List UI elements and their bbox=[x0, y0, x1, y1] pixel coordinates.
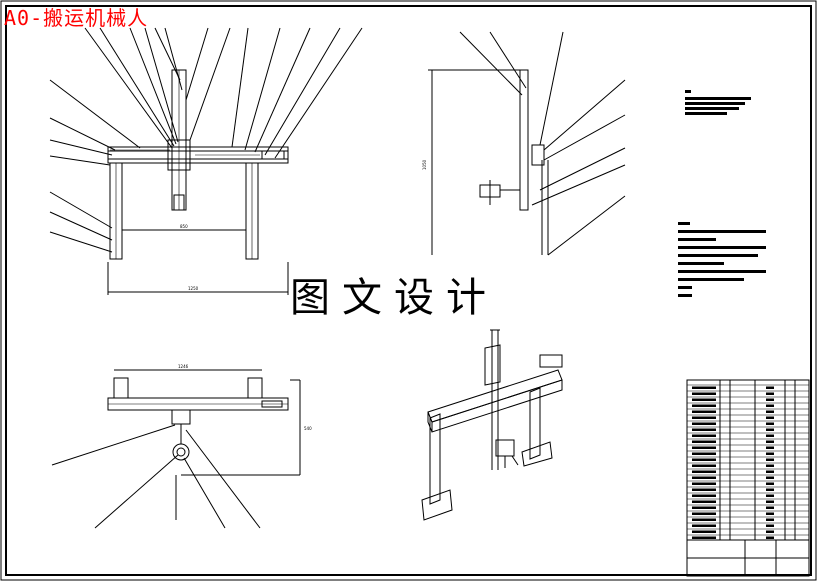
front-view: 850 1250 bbox=[49, 27, 363, 295]
bom-row-text bbox=[692, 446, 716, 449]
bom-row-text bbox=[692, 386, 716, 389]
bom-row-text bbox=[692, 488, 716, 491]
bom-row-qty bbox=[766, 482, 774, 485]
bom-row-qty bbox=[766, 386, 774, 389]
bom-row-text bbox=[692, 518, 716, 521]
bom-row-text bbox=[692, 440, 716, 443]
bom-row-qty bbox=[766, 422, 774, 425]
bom-row-qty bbox=[766, 494, 774, 497]
bom-row-text bbox=[692, 422, 716, 425]
bom-row-qty bbox=[766, 434, 774, 437]
top-depth-dim: 540 bbox=[304, 426, 312, 431]
bom-row-qty bbox=[766, 416, 774, 419]
bom-row-qty bbox=[766, 410, 774, 413]
bom-row-text bbox=[692, 410, 716, 413]
bom-row-text bbox=[692, 458, 716, 461]
bom-row-qty bbox=[766, 476, 774, 479]
bom-row-text bbox=[692, 530, 716, 533]
bom-row-qty bbox=[766, 398, 774, 401]
bom-row-text bbox=[692, 464, 716, 467]
bom-row-qty bbox=[766, 500, 774, 503]
inner-border bbox=[5, 5, 812, 576]
bom-row-text bbox=[692, 398, 716, 401]
bom-row-qty bbox=[766, 446, 774, 449]
drawing-title: A0-搬运机械人 bbox=[4, 6, 149, 30]
bom-row-qty bbox=[766, 452, 774, 455]
bom-row-qty bbox=[766, 488, 774, 491]
bom-row-qty bbox=[766, 440, 774, 443]
bom-row-text bbox=[692, 434, 716, 437]
front-width-dim: 850 bbox=[180, 224, 188, 229]
bom-row-qty bbox=[766, 458, 774, 461]
bom-row-qty bbox=[766, 524, 774, 527]
bom-row-qty bbox=[766, 404, 774, 407]
bom-row-text bbox=[692, 524, 716, 527]
bom-row-qty bbox=[766, 392, 774, 395]
bom-row-text bbox=[692, 404, 716, 407]
bom-row-qty bbox=[766, 470, 774, 473]
bom-row-text bbox=[692, 452, 716, 455]
isometric-view bbox=[421, 329, 563, 521]
technical-notes bbox=[678, 90, 766, 297]
bom-row-text bbox=[692, 506, 716, 509]
bom-row-text bbox=[692, 482, 716, 485]
bom-row-text bbox=[692, 392, 716, 395]
bom-row-text bbox=[692, 416, 716, 419]
bom-rows bbox=[687, 384, 809, 539]
watermark-text: 图文设计 bbox=[290, 275, 498, 321]
top-view: 1246 540 bbox=[51, 364, 312, 529]
side-view: 1050 bbox=[422, 31, 626, 256]
bom-row-qty bbox=[766, 506, 774, 509]
top-width-dim: 1246 bbox=[178, 364, 189, 369]
bom-row-text bbox=[692, 512, 716, 515]
side-height-dim: 1050 bbox=[422, 159, 427, 170]
bom-row-qty bbox=[766, 530, 774, 533]
front-overall-dim: 1250 bbox=[188, 286, 199, 291]
side-z-axis bbox=[519, 69, 529, 211]
bom-row-text bbox=[692, 500, 716, 503]
bom-row-qty bbox=[766, 512, 774, 515]
title-block bbox=[686, 379, 810, 577]
bom-row-qty bbox=[766, 536, 774, 539]
bom-row-text bbox=[692, 470, 716, 473]
bom-row-text bbox=[692, 536, 716, 539]
bom-row-text bbox=[692, 476, 716, 479]
bom-row-text bbox=[692, 494, 716, 497]
bom-row-qty bbox=[766, 464, 774, 467]
bom-row-qty bbox=[766, 428, 774, 431]
bom-row-qty bbox=[766, 518, 774, 521]
bom-row-text bbox=[692, 428, 716, 431]
